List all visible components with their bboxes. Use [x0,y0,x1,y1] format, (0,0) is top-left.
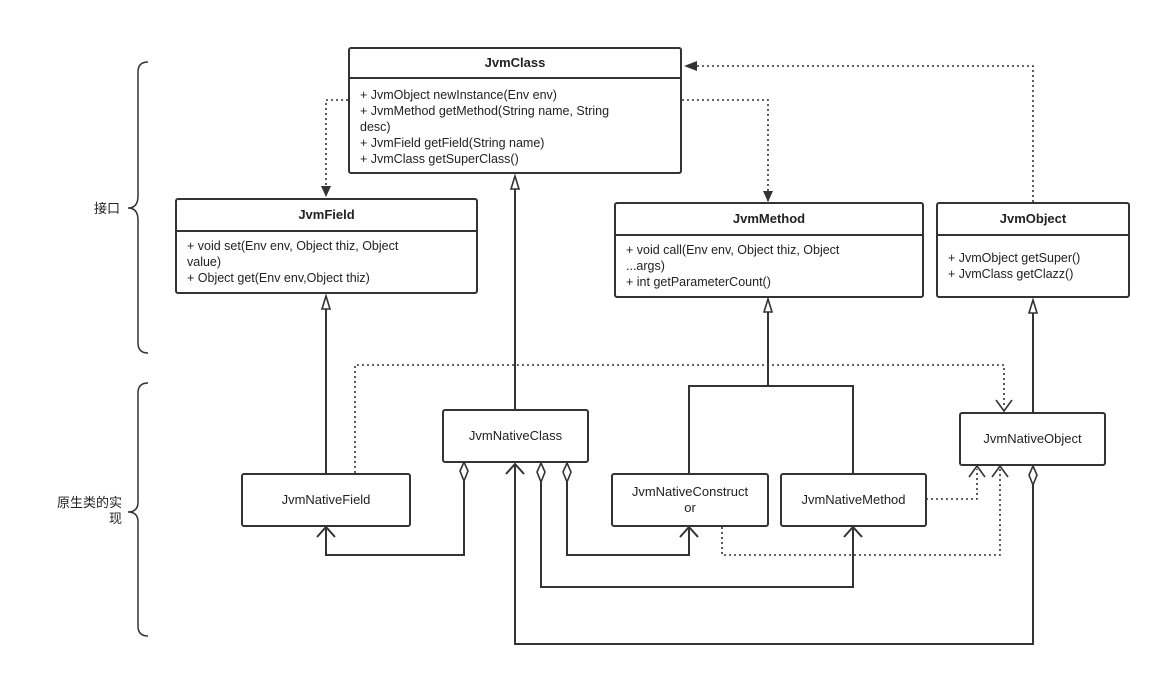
interfaces-label: 接口 [93,201,120,216]
impl-field-arrow [320,293,332,310]
agg-class-field-diamond [459,460,469,484]
dep-object-to-class [684,65,1034,202]
member: + Object get(Env env,Object thiz) [187,271,370,285]
dep-nmethod-to-nobject [926,469,978,500]
jvm-native-method-box[interactable]: JvmNativeMethod [780,473,927,527]
dep-class-to-field [325,99,348,197]
member: ...args) [626,259,665,273]
native-impl-brace [127,382,149,637]
member: + int getParameterCount() [626,275,771,289]
dep-class-to-method [682,99,769,202]
dep-nctor-to-nobject [721,469,1001,556]
jvm-native-class-box[interactable]: JvmNativeClass [442,409,589,463]
dep-nmethod-to-nobject-arrow [968,464,986,478]
jvm-method-title: JvmMethod [616,204,922,236]
agg-class-method-diamond [536,461,546,485]
member: + JvmClass getClazz() [948,267,1074,281]
member: + JvmField getField(String name) [360,136,545,150]
jvm-native-field-box[interactable]: JvmNativeField [241,473,411,527]
impl-method-arrow [762,296,774,313]
agg-object-class-arrow [505,462,525,475]
agg-class-ctor-diamond [562,461,572,485]
member: + void set(Env env, Object thiz, Object [187,239,399,253]
jvm-class-box[interactable]: JvmClass + JvmObject newInstance(Env env… [348,47,682,174]
dep-nctor-to-nobject-arrow [991,464,1009,478]
jvm-native-class-label: JvmNativeClass [468,428,563,443]
member: + JvmObject getSuper() [948,251,1081,265]
agg-class-ctor-arrow [679,525,699,538]
jvm-field-members: + void set(Env env, Object thiz, Object … [177,232,476,286]
native-impl-label-line2: 现 [108,511,122,526]
jvm-class-title: JvmClass [350,49,680,79]
jvm-object-box[interactable]: JvmObject + JvmObject getSuper() + JvmCl… [936,202,1130,298]
member: + JvmMethod getMethod(String name, Strin… [360,104,610,118]
jvm-field-box[interactable]: JvmField + void set(Env env, Object thiz… [175,198,478,294]
agg-class-method [540,482,854,588]
dep-class-to-field-arrow [321,186,331,197]
jvm-class-members: + JvmObject newInstance(Env env) + JvmMe… [350,79,680,167]
jvm-native-object-label: JvmNativeObject [983,431,1082,446]
jvm-method-members: + void call(Env env, Object thiz, Object… [616,236,922,290]
member: + JvmObject newInstance(Env env) [360,88,557,102]
impl-method-lines [688,312,854,473]
jvm-object-title: JvmObject [938,204,1128,236]
impl-class-arrow [509,173,521,190]
impl-object-arrow [1027,297,1039,314]
jvm-native-field-label: JvmNativeField [281,492,371,507]
jvm-field-title: JvmField [177,200,476,232]
agg-class-ctor [566,482,690,556]
agg-object-class [514,465,1034,645]
dep-class-to-method-arrow [763,191,773,202]
jvm-native-constructor-label-line2: or [684,500,696,515]
member: + JvmClass getSuperClass() [360,152,519,166]
agg-class-field [325,481,465,556]
jvm-native-constructor-box[interactable]: JvmNativeConstruct or [611,473,769,527]
jvm-native-object-box[interactable]: JvmNativeObject [959,412,1106,466]
member: value) [187,255,222,269]
agg-class-method-arrow [843,525,863,538]
agg-class-field-arrow [316,525,336,538]
jvm-native-constructor-label-line1: JvmNativeConstruct [631,484,749,499]
jvm-object-members: + JvmObject getSuper() + JvmClass getCla… [938,236,1128,282]
dep-object-to-class-arrow [684,61,697,71]
member: desc) [360,120,391,134]
member: + void call(Env env, Object thiz, Object [626,243,840,257]
native-impl-label-line1: 原生类的实 [56,495,122,510]
jvm-method-box[interactable]: JvmMethod + void call(Env env, Object th… [614,202,924,298]
agg-object-class-diamond [1028,464,1038,488]
dep-nfield-to-nobject-arrow [995,399,1013,413]
native-impl-label: 原生类的实 现 [44,495,122,527]
jvm-native-method-label: JvmNativeMethod [801,492,906,507]
interfaces-brace [127,61,149,354]
